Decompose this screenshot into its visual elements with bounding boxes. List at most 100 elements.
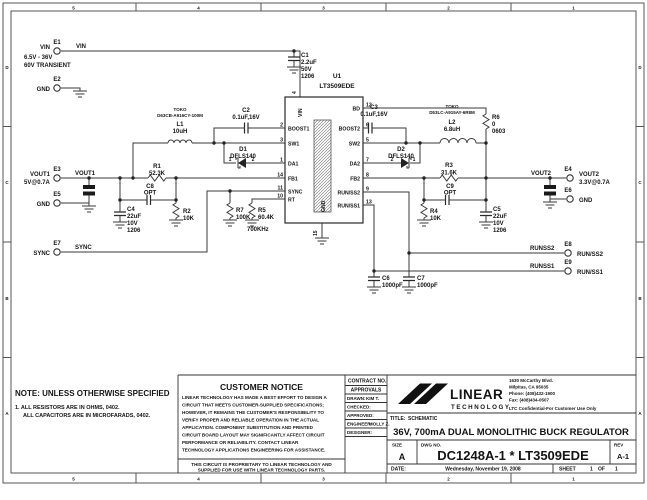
u1-part: LT3509EDE xyxy=(319,83,355,90)
c3-ref: C3 xyxy=(370,105,378,111)
company-name: LINEAR xyxy=(450,387,503,402)
junction-dot xyxy=(407,251,411,255)
u1-pinnum-2: 2 xyxy=(280,123,283,129)
size-value: A xyxy=(399,452,406,462)
ground-icon xyxy=(113,221,127,229)
vin-range: 6.5V - 36V xyxy=(24,55,52,61)
notice-line: APPLICATION. COMPONENT SUBSTITUTION AND … xyxy=(182,425,314,430)
u1-pinnum-10: 10 xyxy=(277,194,283,200)
c5-value: 22uF xyxy=(493,214,507,220)
u1-pin-da2: DA2 xyxy=(350,162,360,168)
r7-ref: R7 xyxy=(236,208,244,214)
date-label: DATE: xyxy=(391,467,406,473)
vin-transient: 60V TRANSIENT xyxy=(24,63,71,69)
zone-row-label: C xyxy=(638,180,642,185)
ground-icon xyxy=(402,286,416,294)
sync-port-label: SYNC xyxy=(33,251,50,257)
drawing-title: 36V, 700mA DUAL MONOLITHIC BUCK REGULATO… xyxy=(393,427,629,438)
d1-pin1: 1 xyxy=(229,157,232,163)
r4-ref: R4 xyxy=(430,209,438,215)
notice-footer-line: SUPPLIED FOR USE WITH LINEAR TECHNOLOGY … xyxy=(198,468,325,473)
u1-pinnum-13: 13 xyxy=(366,200,372,206)
zone-col-label: 3 xyxy=(322,6,325,11)
u1-pin-fb1: FB1 xyxy=(288,177,298,183)
date-value: Wednesday, November 19, 2008 xyxy=(445,467,521,473)
u1-ref: U1 xyxy=(333,73,342,80)
zone-row-label: C xyxy=(5,180,9,185)
junction-dot xyxy=(422,176,426,180)
r6-package: 0603 xyxy=(492,129,506,135)
ground-icon xyxy=(223,219,237,227)
terminal-e5 xyxy=(53,199,61,207)
sheet-of-label: OF xyxy=(598,467,605,473)
notice-line: CIRCUIT BOARD LAYOUT MAY SIGNIFICANTLY A… xyxy=(182,433,325,438)
zone-row-label: A xyxy=(5,411,9,416)
terminal-e7 xyxy=(53,248,61,256)
vout2-net-label: VOUT2 xyxy=(531,171,552,177)
u1-pin-boost1: BOOST1 xyxy=(288,127,309,133)
u1-pinnum-6: 6 xyxy=(366,123,369,129)
junction-dot xyxy=(212,141,216,145)
c8-value: OPT xyxy=(144,191,157,197)
ground-icon xyxy=(169,219,183,227)
junction-dots xyxy=(87,49,552,273)
d2-pin1: 1 xyxy=(413,157,416,163)
zone-row-label: D xyxy=(5,65,9,70)
c6-ref: C6 xyxy=(382,276,390,282)
zone-col-label: 2 xyxy=(447,477,450,482)
zone-row-label: D xyxy=(638,65,642,70)
l2-mpn: D53LC-A915AY-6R8M xyxy=(429,110,475,115)
u1-pin-runss2: RUN/SS2 xyxy=(338,191,361,197)
engineer-value: MOLLY Z. xyxy=(369,422,390,427)
zone-row-label: A xyxy=(638,411,642,416)
c1-package: 1206 xyxy=(301,74,315,80)
dwg-no-value: DC1248A-1 * LT3509EDE xyxy=(437,448,589,463)
runss1-net-label: RUNSS1 xyxy=(530,264,555,270)
terminal-e9 xyxy=(564,267,572,275)
junction-dot xyxy=(484,198,488,202)
l2-ref: L2 xyxy=(448,120,456,126)
e2-ref: E2 xyxy=(53,77,61,83)
c2-ref: C2 xyxy=(242,108,250,114)
zone-col-label: 5 xyxy=(72,6,75,11)
c5-voltage: 10V xyxy=(493,221,504,227)
u1-pin-vin: VIN xyxy=(298,108,304,117)
ground-icon xyxy=(417,219,431,227)
l1-mpn: D63CB-A916CY-100M xyxy=(157,113,203,118)
junction-dot xyxy=(118,198,122,202)
c7-ref: C7 xyxy=(417,276,425,282)
junction-dot xyxy=(372,269,376,273)
u1-pin-sw2: SW2 xyxy=(349,142,360,148)
r7-value: 100K xyxy=(236,215,251,221)
e2-gnd-label: GND xyxy=(37,87,51,93)
terminal-e1 xyxy=(53,47,61,55)
vout1-port-label: VOUT1 xyxy=(30,172,51,178)
d1-pin2: 2 xyxy=(252,157,255,163)
notice-line: HOWEVER, IT REMAINS THE CUSTOMER'S RESPO… xyxy=(182,410,324,415)
checked-label: CHECKED: xyxy=(347,405,371,410)
sheet-label: SHEET xyxy=(559,467,576,473)
c6-value: 1000pF xyxy=(382,283,403,289)
c9-value: OPT xyxy=(444,191,457,197)
junction-dot xyxy=(131,176,135,180)
junction-dot xyxy=(484,141,488,145)
vout1-net-label: VOUT1 xyxy=(75,171,96,177)
u1-pin-gnd: GND xyxy=(321,200,327,212)
wires xyxy=(61,50,566,287)
terminal-e4 xyxy=(566,174,574,182)
u1-pin-sync: SYNC xyxy=(288,190,303,196)
c5-ref: C5 xyxy=(493,207,501,213)
company-address-line: Fax: (408)434-0507 xyxy=(509,398,550,403)
u1-pinnum-12: 12 xyxy=(366,103,372,109)
junction-dot xyxy=(484,176,488,180)
e7-ref: E7 xyxy=(53,241,61,247)
c4-ref: C4 xyxy=(127,207,135,213)
r1-value: 52.3K xyxy=(149,171,166,177)
r5-value: 60.4K xyxy=(258,215,275,221)
l2-vendor: TOKO xyxy=(446,104,459,109)
company-address-line: 1630 McCarthy Blvd. xyxy=(509,378,553,383)
zone-row-label: B xyxy=(638,296,642,301)
runss2-net-label: RUNSS2 xyxy=(530,246,555,252)
